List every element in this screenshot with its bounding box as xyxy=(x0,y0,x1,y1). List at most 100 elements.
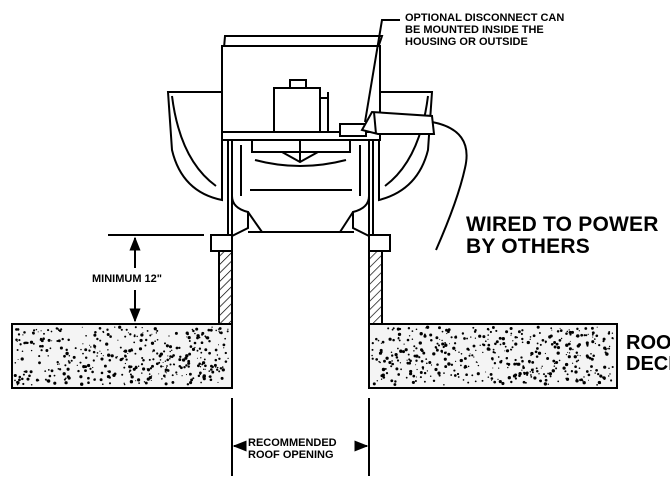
concrete-speckle xyxy=(469,353,471,355)
concrete-speckle xyxy=(564,362,569,367)
concrete-speckle xyxy=(93,333,97,337)
concrete-speckle xyxy=(609,373,611,375)
concrete-speckle xyxy=(413,350,415,352)
concrete-speckle xyxy=(200,351,203,354)
concrete-speckle xyxy=(473,356,475,358)
concrete-speckle xyxy=(541,365,543,367)
concrete-speckle xyxy=(522,366,525,370)
concrete-speckle xyxy=(57,363,59,366)
concrete-speckle xyxy=(68,361,71,364)
concrete-speckle xyxy=(437,344,441,347)
concrete-speckle xyxy=(555,342,559,346)
concrete-speckle xyxy=(603,346,607,350)
concrete-speckle xyxy=(415,376,418,378)
concrete-speckle xyxy=(162,361,164,364)
concrete-speckle xyxy=(199,371,202,375)
concrete-speckle xyxy=(151,364,154,368)
concrete-speckle xyxy=(429,375,432,378)
concrete-speckle xyxy=(544,378,548,382)
concrete-speckle xyxy=(445,351,447,353)
concrete-speckle xyxy=(584,327,588,330)
concrete-speckle xyxy=(89,344,91,346)
concrete-speckle xyxy=(583,334,586,337)
concrete-speckle xyxy=(576,327,579,331)
concrete-speckle xyxy=(135,380,137,382)
concrete-speckle xyxy=(430,364,433,366)
concrete-speckle xyxy=(420,349,424,353)
concrete-speckle xyxy=(53,374,56,377)
concrete-speckle xyxy=(123,366,126,369)
concrete-speckle xyxy=(411,380,415,384)
concrete-speckle xyxy=(144,344,147,347)
concrete-speckle xyxy=(16,340,18,342)
concrete-speckle xyxy=(512,340,514,342)
concrete-speckle xyxy=(35,378,39,382)
concrete-speckle xyxy=(187,365,190,368)
concrete-speckle xyxy=(471,374,474,377)
concrete-speckle xyxy=(411,338,414,340)
concrete-speckle xyxy=(498,336,502,340)
concrete-speckle xyxy=(475,349,477,352)
concrete-speckle xyxy=(371,342,374,345)
concrete-speckle xyxy=(534,350,538,354)
concrete-speckle xyxy=(535,355,539,358)
concrete-speckle xyxy=(430,339,433,342)
concrete-speckle xyxy=(418,356,421,359)
concrete-speckle xyxy=(152,349,156,352)
concrete-speckle xyxy=(215,329,217,332)
concrete-speckle xyxy=(99,339,102,342)
concrete-speckle xyxy=(479,344,481,346)
concrete-speckle xyxy=(588,356,592,360)
concrete-speckle xyxy=(400,368,402,371)
concrete-speckle xyxy=(205,336,208,339)
concrete-speckle xyxy=(174,331,178,335)
concrete-speckle xyxy=(450,336,453,339)
concrete-speckle xyxy=(195,327,199,331)
concrete-speckle xyxy=(569,340,571,342)
concrete-speckle xyxy=(96,355,98,357)
concrete-speckle xyxy=(94,348,96,350)
concrete-speckle xyxy=(128,371,131,373)
concrete-speckle xyxy=(211,326,213,328)
concrete-speckle xyxy=(576,344,580,348)
concrete-speckle xyxy=(187,359,191,363)
concrete-speckle xyxy=(154,340,156,342)
concrete-speckle xyxy=(186,336,188,338)
concrete-speckle xyxy=(90,346,92,348)
concrete-speckle xyxy=(40,349,43,352)
concrete-speckle xyxy=(125,358,128,361)
concrete-speckle xyxy=(84,369,87,373)
concrete-speckle xyxy=(580,333,584,337)
concrete-speckle xyxy=(134,352,137,355)
concrete-speckle xyxy=(49,347,52,350)
concrete-speckle xyxy=(547,372,549,375)
concrete-speckle xyxy=(99,378,103,382)
concrete-speckle xyxy=(169,355,172,358)
concrete-speckle xyxy=(425,362,428,365)
concrete-speckle xyxy=(398,339,401,342)
concrete-speckle xyxy=(72,355,76,359)
concrete-speckle xyxy=(521,329,524,332)
concrete-speckle xyxy=(454,349,457,352)
concrete-speckle xyxy=(460,353,463,355)
concrete-speckle xyxy=(161,378,163,380)
concrete-speckle xyxy=(394,380,397,383)
concrete-speckle xyxy=(102,355,104,357)
concrete-speckle xyxy=(105,342,109,346)
concrete-speckle xyxy=(555,360,559,365)
concrete-speckle xyxy=(56,339,59,343)
concrete-speckle xyxy=(175,371,178,374)
concrete-speckle xyxy=(610,379,613,382)
concrete-speckle xyxy=(148,358,151,361)
curb-cap-left xyxy=(210,234,233,252)
concrete-speckle xyxy=(491,358,494,361)
concrete-speckle xyxy=(494,351,496,354)
concrete-speckle xyxy=(582,381,586,385)
concrete-speckle xyxy=(224,351,227,355)
concrete-speckle xyxy=(94,331,97,334)
concrete-speckle xyxy=(28,374,31,378)
concrete-speckle xyxy=(60,328,63,331)
concrete-speckle xyxy=(583,376,585,378)
concrete-speckle xyxy=(67,338,70,342)
concrete-speckle xyxy=(37,331,39,333)
